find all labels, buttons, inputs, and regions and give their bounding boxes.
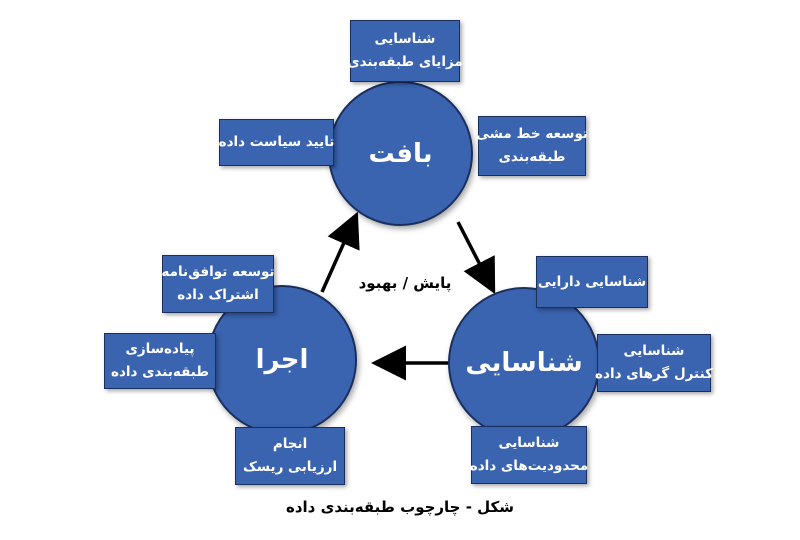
- context-circle: بافت: [328, 81, 473, 226]
- risk-box: انجام ارزیابی ریسک: [235, 427, 345, 485]
- guideline-line-1: توسعه خط مشی: [476, 126, 588, 143]
- limits-line-1: شناسایی: [498, 435, 560, 452]
- context-label: بافت: [368, 138, 433, 169]
- implement-line-1: پیاده‌سازی: [125, 341, 195, 358]
- policy-box: تایید سیاست داده: [219, 119, 334, 166]
- identify-label: شناسایی: [465, 348, 583, 378]
- assets-line-1: شناسایی دارایی: [537, 273, 647, 290]
- controls-line-1: شناسایی: [623, 343, 685, 360]
- identify-circle: شناسایی: [448, 287, 600, 439]
- guideline-box: توسعه خط مشی طبقه‌بندی: [476, 116, 588, 176]
- controls-box: شناسایی کنترل گرهای داده: [595, 334, 713, 392]
- implement-box: پیاده‌سازی طبقه‌بندی داده: [104, 333, 216, 389]
- risk-line-2: ارزیابی ریسک: [242, 459, 338, 475]
- execute-label: اجرا: [255, 345, 309, 375]
- benefits-line-1: شناسایی: [374, 31, 436, 48]
- agreement-line-1: توسعه توافق‌نامه: [161, 264, 275, 281]
- figure-caption: شکل - چارچوب طبقه‌بندی داده: [285, 498, 515, 516]
- benefits-box: شناسایی مزایای طبقه‌بندی: [347, 20, 463, 82]
- assets-box: شناسایی دارایی: [536, 256, 648, 308]
- policy-line-1: تایید سیاست داده: [218, 134, 335, 151]
- limits-line-2: محدودیت‌های داده: [469, 458, 589, 474]
- arrow-context-to-identify: [456, 221, 496, 295]
- agreement-line-2: اشتراک داده: [177, 287, 259, 303]
- limits-box: شناسایی محدودیت‌های داده: [469, 426, 589, 484]
- agreement-box: توسعه توافق‌نامه اشتراک داده: [161, 255, 275, 313]
- benefits-line-2: مزایای طبقه‌بندی: [347, 54, 463, 70]
- arrow-execute-to-context: [320, 211, 360, 293]
- risk-line-1: انجام: [272, 436, 308, 453]
- implement-line-2: طبقه‌بندی داده: [110, 364, 210, 380]
- controls-line-2: کنترل گرهای داده: [595, 366, 713, 382]
- guideline-line-2: طبقه‌بندی: [498, 149, 566, 165]
- monitor-improve-label: پایش / بهبود: [358, 274, 452, 292]
